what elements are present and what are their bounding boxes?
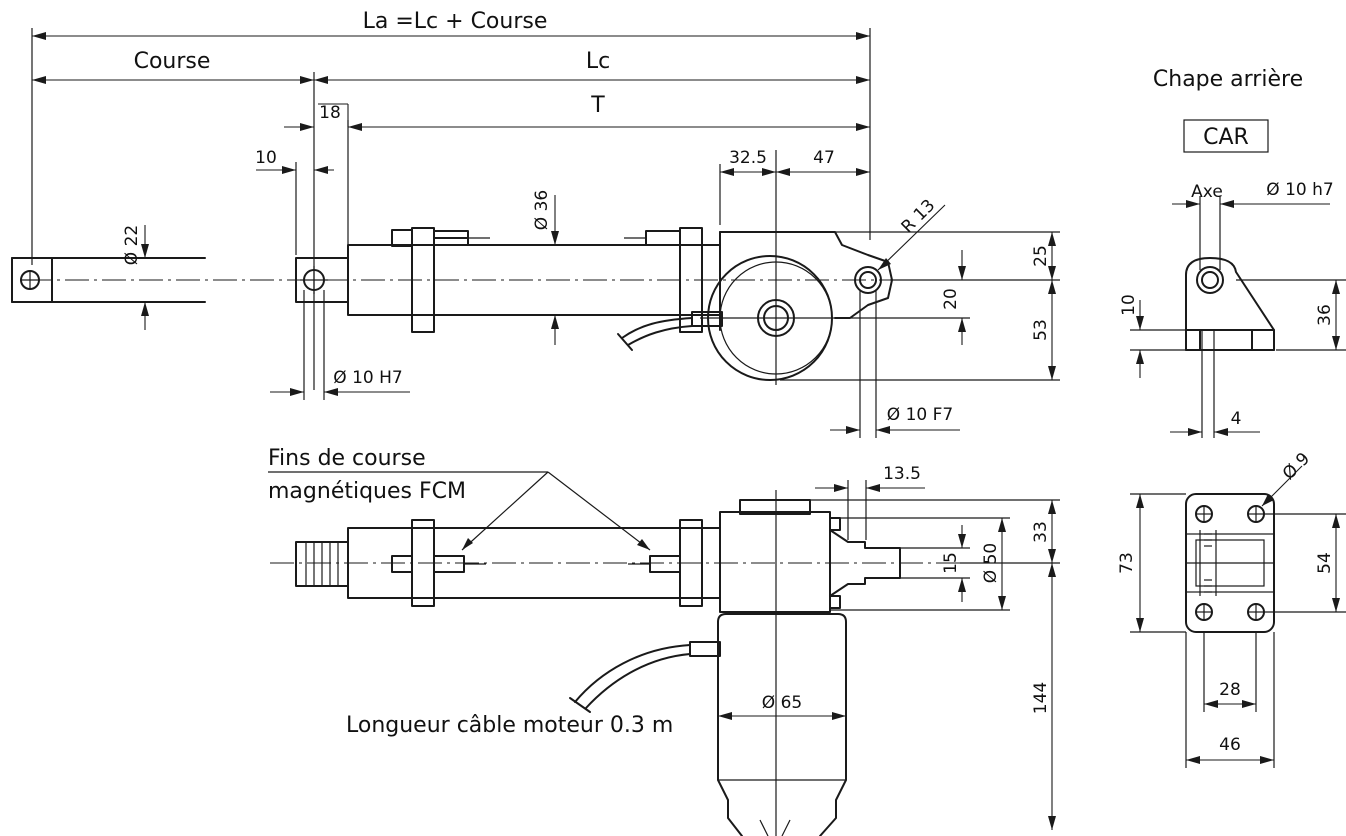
dimension-t: T xyxy=(347,93,870,245)
car-box xyxy=(1183,119,1269,153)
label-chape: Chape arrière xyxy=(1153,67,1303,92)
chape-plan-view: Ø 9 73 54 28 46 xyxy=(1117,449,1346,768)
dimension-22: Ø 22 xyxy=(122,225,149,330)
dimension-13-5: 13.5 xyxy=(815,464,925,540)
chape-side-view: Axe Ø 10 h7 10 36 4 xyxy=(1119,180,1346,438)
dim-73: 73 xyxy=(1117,552,1137,574)
dim-10h7-axe: Ø 10 h7 xyxy=(1266,180,1333,200)
dimension-10f7: Ø 10 F7 xyxy=(830,290,960,438)
dimension-25-20-53: 25 53 20 xyxy=(780,231,1060,381)
dimension-10a: 10 xyxy=(255,148,334,255)
dimension-lc: Lc xyxy=(314,49,870,84)
dim-10f7: Ø 10 F7 xyxy=(887,405,953,425)
dim-36b: 36 xyxy=(1315,304,1335,326)
dim-10h7-bore: Ø 10 H7 xyxy=(333,368,402,388)
motor-plan xyxy=(569,613,847,836)
dimension-36-top: Ø 36 xyxy=(532,190,559,345)
rod-end-plan xyxy=(295,541,349,587)
dimension-15-50-33: 15 Ø 50 33 144 xyxy=(810,499,1060,830)
dim-54: 54 xyxy=(1315,552,1335,574)
gearbox-plan xyxy=(719,490,901,836)
dimension-la: La =Lc + Course xyxy=(31,9,871,265)
dim-28: 28 xyxy=(1219,680,1241,700)
label-cable: Longueur câble moteur 0.3 m xyxy=(346,713,673,738)
label-axe: Axe xyxy=(1191,182,1223,202)
dim-47: 47 xyxy=(813,148,835,168)
dimension-65: Ø 65 xyxy=(718,693,846,720)
dimension-course: Course xyxy=(32,49,315,390)
dimension-47: 47 xyxy=(776,148,870,176)
label-fins2: magnétiques FCM xyxy=(268,479,466,504)
dim-144: 144 xyxy=(1031,682,1051,714)
dim-33: 33 xyxy=(1031,521,1051,543)
label-t: T xyxy=(590,93,605,118)
dim-53: 53 xyxy=(1031,319,1051,341)
dim-15: 15 xyxy=(941,552,961,574)
dimension-r13: R 13 xyxy=(877,196,946,271)
dim-46: 46 xyxy=(1219,735,1241,755)
dim-36-top: Ø 36 xyxy=(532,190,552,230)
dimension-10h7: Ø 10 H7 xyxy=(270,290,410,400)
dimension-32-5: 32.5 xyxy=(719,148,776,225)
dim-65: Ø 65 xyxy=(762,693,802,713)
rod-end-extended xyxy=(11,257,206,303)
label-la: La =Lc + Course xyxy=(363,9,548,34)
label-course: Course xyxy=(134,49,211,74)
gearbox-housing xyxy=(617,150,893,385)
label-fins1: Fins de course xyxy=(268,446,426,471)
dim-32-5: 32.5 xyxy=(729,148,767,168)
dim-22: Ø 22 xyxy=(122,225,142,265)
dim-4: 4 xyxy=(1231,409,1242,429)
dim-20: 20 xyxy=(941,288,961,310)
dim-25: 25 xyxy=(1031,245,1051,267)
label-lc: Lc xyxy=(586,49,610,74)
label-car: CAR xyxy=(1203,125,1249,150)
dim-13-5: 13.5 xyxy=(883,464,921,484)
dim-9: Ø 9 xyxy=(1279,449,1314,484)
dim-18: 18 xyxy=(319,103,341,123)
dim-10a: 10 xyxy=(255,148,277,168)
dim-10b: 10 xyxy=(1119,294,1139,316)
fins-de-course-leader: Fins de course magnétiques FCM xyxy=(268,446,651,551)
dimension-18: 18 xyxy=(284,103,349,131)
